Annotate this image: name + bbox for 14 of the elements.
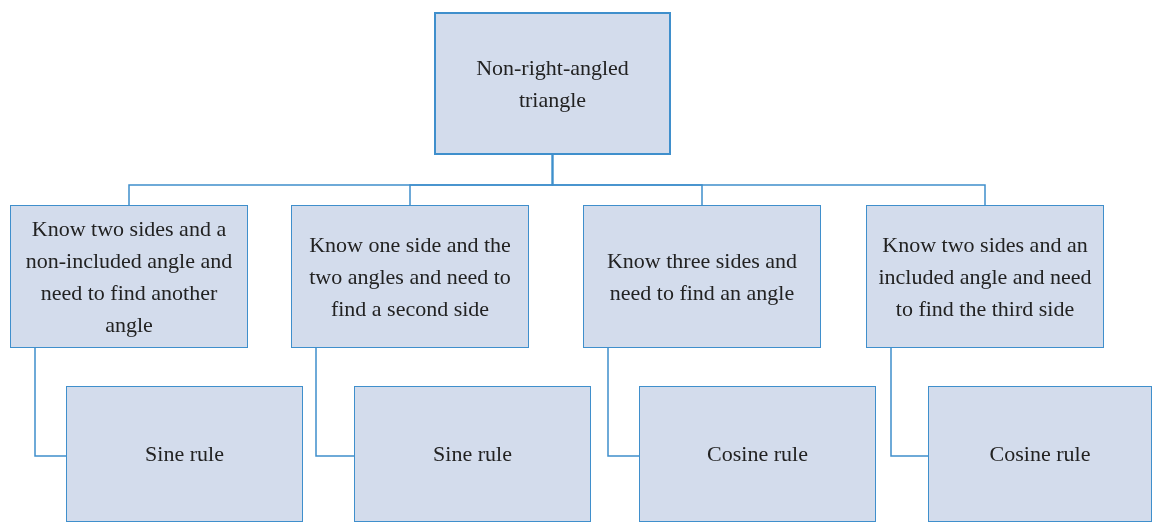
box-text: Sine rule bbox=[433, 440, 512, 468]
connector-line bbox=[890, 347, 929, 457]
connector-line bbox=[315, 347, 355, 457]
box-text: Know two sides and an included angle and need to find the third side bbox=[877, 230, 1093, 323]
box-text: Cosine rule bbox=[989, 440, 1091, 468]
box-text: Know three sides and need to find an angle bbox=[606, 246, 798, 307]
connector-line bbox=[34, 347, 67, 457]
box-text: Know one side and the two angles and need to find a second side bbox=[308, 230, 512, 323]
box-text: Sine rule bbox=[145, 440, 224, 468]
box-text: Know two sides and a non-included angle and need to find another angle bbox=[24, 214, 234, 339]
connector-line bbox=[551, 154, 986, 206]
box-text: Non-right-angled triangle bbox=[475, 53, 630, 114]
box-text: Cosine rule bbox=[707, 440, 808, 468]
connector-line bbox=[607, 347, 640, 457]
